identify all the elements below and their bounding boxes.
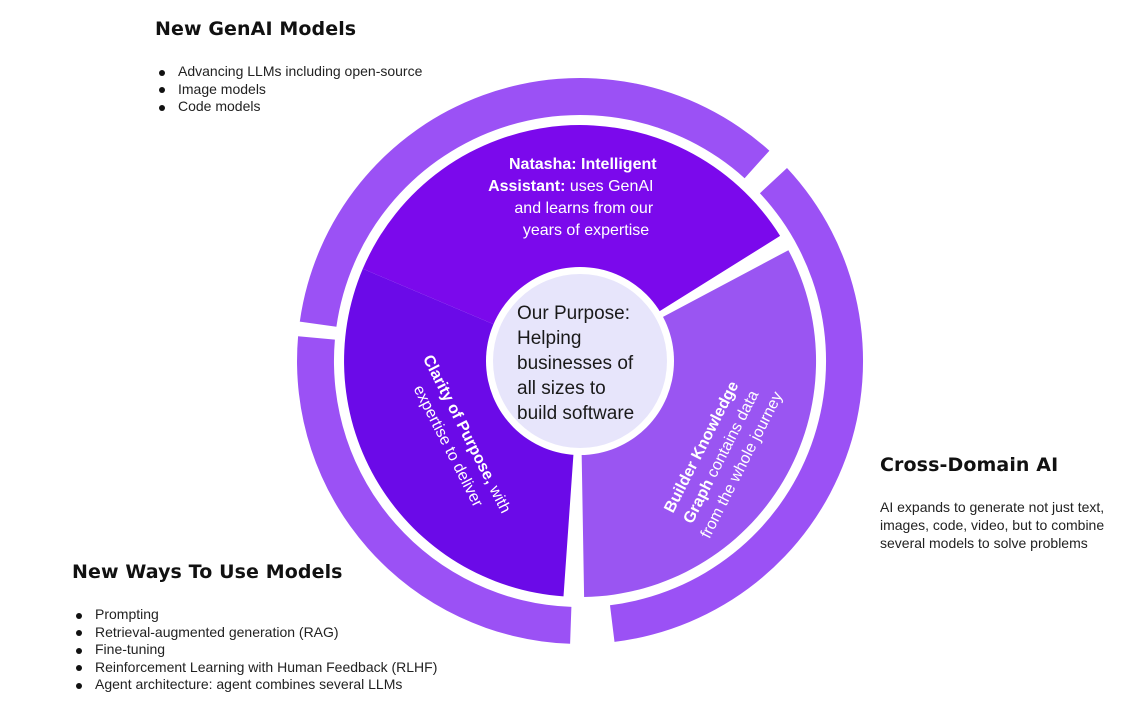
outer-ring-left-arc [297,336,572,644]
center-line: Our Purpose: [517,303,630,324]
center-line: all sizes to [517,378,606,399]
list-item: Prompting [72,606,437,624]
list-item: Retrieval-augmented generation (RAG) [72,624,437,642]
segment-text: years of expertise [523,222,649,239]
segment-natasha [362,125,781,326]
new-ways-block: New Ways To Use Models Prompting Retriev… [72,561,437,694]
segment-text: uses GenAI [565,178,653,195]
cross-domain-title: Cross-Domain AI [880,454,1059,476]
genai-models-block: New GenAI Models Advancing LLMs includin… [155,18,422,116]
list-item: Agent architecture: agent combines sever… [72,676,437,694]
segment-text: and learns from our [514,200,653,217]
list-item: Image models [155,81,422,99]
list-item: Fine-tuning [72,641,437,659]
cross-domain-block: Cross-Domain AI AI expands to generate n… [880,454,1140,552]
new-ways-list: Prompting Retrieval-augmented generation… [72,606,437,694]
center-circle [493,274,667,448]
outer-ring-right-arc [610,168,864,642]
segment-clarity [344,268,574,597]
center-line: Helping [517,328,581,349]
outer-ring [297,78,864,644]
center-purpose-text: Our Purpose: Helping businesses of all s… [517,303,638,424]
list-item: Code models [155,98,422,116]
segment-text-bold: Assistant: [488,178,565,195]
center-line: businesses of [517,353,634,374]
cross-domain-description: AI expands to generate not just text, im… [880,499,1105,551]
new-ways-title: New Ways To Use Models [72,561,343,583]
list-item: Advancing LLMs including open-source [155,63,422,81]
genai-models-list: Advancing LLMs including open-source Ima… [155,63,422,116]
list-item: Reinforcement Learning with Human Feedba… [72,659,437,677]
segment-knowledge-graph [581,250,817,597]
outer-ring-top-arc [299,78,770,327]
natasha-segment-text: Natasha: Intelligent Assistant: uses Gen… [488,156,661,239]
genai-models-title: New GenAI Models [155,18,357,40]
segment-text-bold: Natasha: Intelligent [509,156,657,173]
center-line: build software [517,403,634,424]
